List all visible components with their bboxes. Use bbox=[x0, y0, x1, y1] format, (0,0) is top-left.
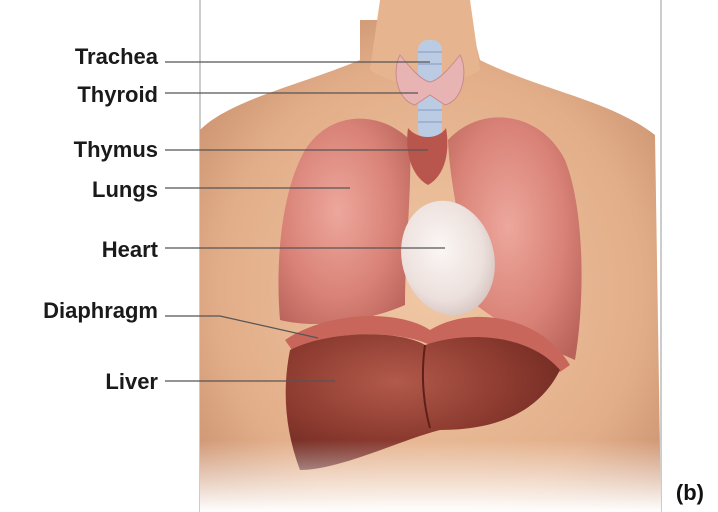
thymus-label: Thymus bbox=[74, 138, 158, 162]
liver-label: Liver bbox=[105, 370, 158, 394]
diaphragm-label: Diaphragm bbox=[43, 299, 158, 323]
panel-letter: (b) bbox=[676, 480, 704, 506]
lungs-label: Lungs bbox=[92, 178, 158, 202]
thyroid-label: Thyroid bbox=[77, 83, 158, 107]
trachea-label: Trachea bbox=[75, 45, 158, 69]
heart-label: Heart bbox=[102, 238, 158, 262]
